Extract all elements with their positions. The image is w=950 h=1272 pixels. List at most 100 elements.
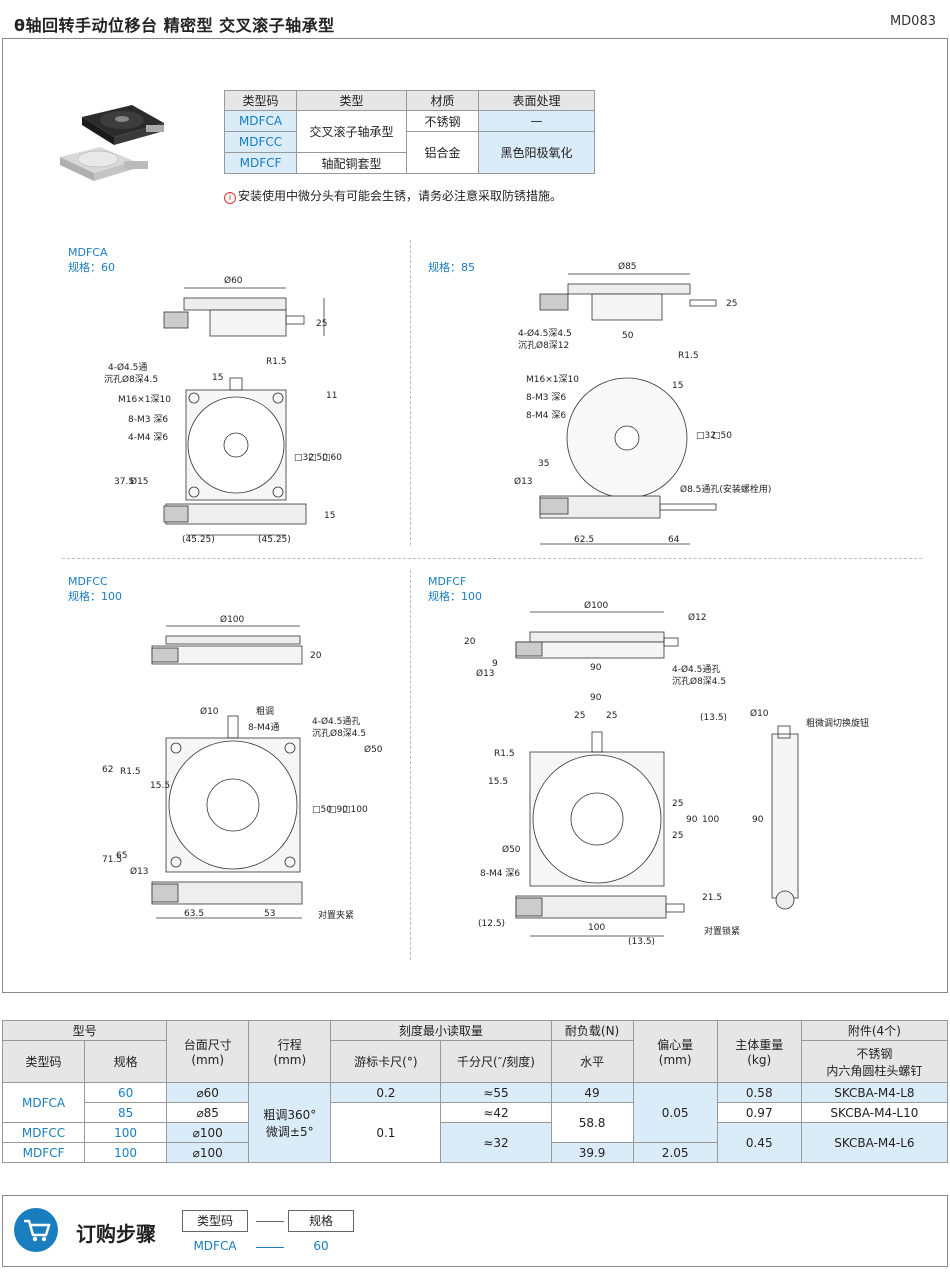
- dim-label: Ø15: [130, 476, 149, 487]
- dim-label: 65: [116, 851, 127, 861]
- dim-label: 8-M3 深6: [526, 392, 566, 403]
- type-table-header: 类型: [296, 90, 407, 111]
- drawing-label-a60: MDFCA 规格：60: [68, 245, 115, 275]
- dim-label: R1.5: [678, 351, 699, 361]
- dim-label: 20: [310, 651, 322, 661]
- spec-header-text: 台面尺寸: [183, 1038, 232, 1052]
- dim-label: □50: [312, 805, 332, 815]
- model-label: MDFCA: [68, 246, 108, 259]
- dim-label: □32: [294, 453, 314, 463]
- dim-label: 25: [606, 711, 617, 721]
- spec-weight-cell: 0.97: [716, 1102, 802, 1123]
- dim-label: 62.5: [574, 535, 594, 545]
- page-title: θ轴回转手动位移台 精密型 交叉滚子轴承型: [14, 16, 335, 35]
- drawing-label-a85: 规格：85: [428, 260, 475, 275]
- spec-header: 规格: [84, 1040, 168, 1083]
- divider: [410, 570, 411, 960]
- drawing-mdfca-85: Ø85 25 4-Ø4.5深4.5 沉孔Ø8深12 50 R1.5 15 M16…: [514, 261, 771, 545]
- dim-label: □50: [308, 453, 328, 463]
- dim-label: R1.5: [120, 767, 141, 777]
- divider: [410, 240, 411, 545]
- spec-load-cell: 58.8: [550, 1102, 634, 1143]
- type-table-header: 类型码: [224, 90, 297, 111]
- dim-label: Ø100: [584, 600, 609, 611]
- dim-label: 64: [668, 535, 680, 545]
- spec-header: 游标卡尺(°): [330, 1040, 442, 1083]
- spec-label: 规格：60: [68, 261, 115, 274]
- dim-label: 15.5: [488, 777, 508, 787]
- dim-label: 37.5: [114, 477, 134, 487]
- spec-header-text: 不锈钢: [856, 1046, 893, 1061]
- upper-frame: [2, 38, 948, 993]
- dim-label: Ø13: [476, 668, 495, 679]
- dim-label: 4-Ø4.5通孔: [672, 664, 720, 675]
- dim-label: 25: [316, 319, 327, 329]
- product-photo: [60, 105, 164, 181]
- spec-spec-cell: 60: [84, 1082, 168, 1103]
- spec-micro-cell: ≈32: [440, 1122, 552, 1163]
- dim-label: 9: [492, 659, 498, 669]
- material-cell: 不锈钢: [406, 110, 479, 132]
- dim-label: (13.5): [700, 713, 727, 723]
- type-cell: 交叉滚子轴承型: [296, 110, 407, 153]
- dim-label: Ø13: [130, 866, 149, 877]
- spec-header-unit: (mm): [191, 1053, 225, 1067]
- dim-label: 90: [686, 815, 698, 825]
- dim-label: 50: [622, 331, 634, 341]
- page-code: MD083: [889, 14, 936, 29]
- type-code-cell: MDFCC: [224, 131, 297, 153]
- spec-header: 不锈钢 内六角圆柱头螺钉: [800, 1040, 949, 1083]
- drawing-mdfcf-100: Ø100 Ø12 20 Ø13 9 90 4-Ø4.5通孔 沉孔Ø8深4.5 9…: [464, 600, 869, 947]
- dim-label: 62: [102, 765, 113, 775]
- dim-label: □50: [712, 431, 732, 441]
- spec-micro-cell: ≈42: [440, 1102, 552, 1123]
- dim-label: 4-M4 深6: [128, 432, 168, 443]
- spec-header: 千分尺(″/刻度): [440, 1040, 552, 1083]
- dim-label: 25: [672, 799, 683, 809]
- spec-header: 台面尺寸 (mm): [166, 1020, 250, 1083]
- spec-header-text: 行程: [277, 1038, 302, 1052]
- dim-label: 100: [588, 923, 605, 933]
- dim-label: □100: [342, 805, 368, 815]
- type-table: 类型码 类型 材质 表面处理 MDFCA 交叉滚子轴承型 不锈钢 — MDFCC…: [224, 90, 595, 174]
- spec-size-cell: ⌀60: [166, 1082, 250, 1103]
- dim-label: R1.5: [494, 749, 515, 759]
- type-table-header: 材质: [406, 90, 479, 111]
- model-label: MDFCC: [68, 575, 108, 588]
- dim-label: 4-Ø4.5深4.5: [518, 328, 572, 339]
- dim-label: 8-M4 深6: [526, 410, 566, 421]
- spec-code-cell: MDFCA: [1, 1082, 86, 1123]
- dim-label: 90: [752, 815, 764, 825]
- dim-label: 90: [590, 693, 602, 703]
- cart-icon: [14, 1208, 58, 1252]
- dim-label: □32: [696, 431, 716, 441]
- dim-label: 8-M3 深6: [128, 414, 168, 425]
- spec-acc-cell: SKCBA-M4-L6: [800, 1122, 949, 1163]
- spec-header-text: 内六角圆柱头螺钉: [826, 1063, 923, 1078]
- spec-label: 规格：100: [428, 590, 482, 603]
- spec-label: 规格：85: [428, 261, 475, 274]
- dim-label: M16×1深10: [526, 374, 579, 385]
- spec-size-cell: ⌀100: [166, 1122, 250, 1143]
- spec-header: 耐负载(N): [550, 1020, 634, 1041]
- dim-label: 25: [574, 711, 585, 721]
- dim-label: 15.5: [150, 781, 170, 791]
- dim-label: 25: [672, 831, 683, 841]
- dim-label: (13.5): [628, 937, 655, 947]
- order-code-box: 类型码: [182, 1210, 248, 1232]
- drawing-label-f100: MDFCF 规格：100: [428, 574, 482, 604]
- spec-header-unit: (mm): [658, 1053, 692, 1067]
- spec-header-text: 偏心量: [657, 1038, 694, 1052]
- spec-size-cell: ⌀100: [166, 1142, 250, 1163]
- dim-label: 4-Ø4.5通孔: [312, 716, 360, 727]
- spec-acc-cell: SKCBA-M4-L10: [800, 1102, 949, 1123]
- order-dash: [256, 1247, 284, 1248]
- dim-label: 15: [672, 381, 683, 391]
- spec-ecc-cell: 2.05: [632, 1142, 718, 1163]
- type-table-header: 表面处理: [478, 90, 595, 111]
- dim-label: 21.5: [702, 893, 722, 903]
- dim-label: 粗调: [256, 705, 274, 717]
- spec-header: 附件(4个): [800, 1020, 949, 1041]
- dim-label: □90: [328, 805, 348, 815]
